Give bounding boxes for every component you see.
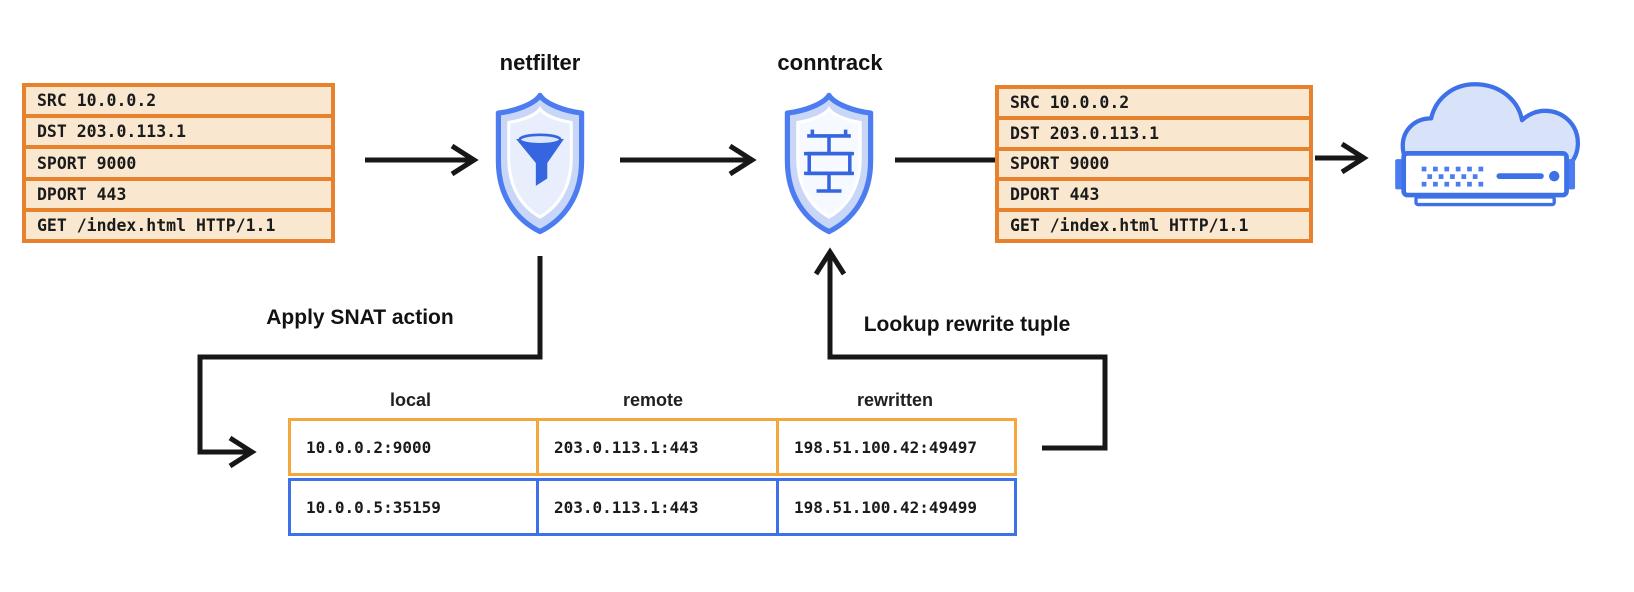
arrow-packet-out-to-server bbox=[1315, 141, 1369, 175]
packet-out-field-dport: DPORT 443 bbox=[999, 181, 1309, 209]
packet-in-field-http: GET /index.html HTTP/1.1 bbox=[26, 211, 331, 240]
nat-table-header: local remote rewritten bbox=[288, 390, 1017, 411]
packet-in-field-dport: DPORT 443 bbox=[26, 180, 331, 208]
packet-out-field-sport: SPORT 9000 bbox=[999, 150, 1309, 178]
nat-header-rewritten: rewritten bbox=[856, 390, 934, 410]
nat-row-current: 10.0.0.2:9000 203.0.113.1:443 198.51.100… bbox=[288, 418, 1017, 476]
packet-in-field-sport: SPORT 9000 bbox=[26, 149, 331, 177]
nat-cell-remote: 203.0.113.1:443 bbox=[536, 481, 776, 533]
cloud-server-icon bbox=[1378, 72, 1596, 214]
server-led-dots bbox=[1421, 166, 1484, 187]
packet-in-field-dst: DST 203.0.113.1 bbox=[26, 118, 331, 146]
netfilter-label: netfilter bbox=[499, 50, 581, 75]
nat-header-local: local bbox=[389, 390, 432, 410]
nat-row-other: 10.0.0.5:35159 203.0.113.1:443 198.51.10… bbox=[288, 478, 1017, 536]
arrow-packet-in-to-netfilter bbox=[365, 143, 479, 177]
nat-cell-local: 10.0.0.2:9000 bbox=[306, 437, 432, 457]
apply-snat-label: Apply SNAT action bbox=[266, 306, 454, 329]
nat-header-remote: remote bbox=[622, 390, 684, 410]
nat-cell-rewritten: 198.51.100.42:49499 bbox=[776, 481, 1014, 533]
conntrack-label: conntrack bbox=[777, 50, 883, 75]
nat-cell-rewritten: 198.51.100.42:49497 bbox=[776, 421, 1014, 473]
packet-in-field-src: SRC 10.0.0.2 bbox=[26, 87, 331, 115]
nat-cell-local: 10.0.0.5:35159 bbox=[306, 497, 441, 517]
connector-apply-snat bbox=[197, 256, 543, 469]
packet-out-field-src: SRC 10.0.0.2 bbox=[999, 89, 1309, 116]
nat-cell-remote: 203.0.113.1:443 bbox=[536, 421, 776, 473]
packet-in-table: SRC 10.0.0.2 DST 203.0.113.1 SPORT 9000 … bbox=[22, 83, 335, 243]
shield-filter-icon bbox=[488, 90, 592, 238]
arrow-netfilter-to-conntrack bbox=[620, 143, 757, 177]
shield-bricks-icon bbox=[777, 90, 881, 238]
packet-out-field-dst: DST 203.0.113.1 bbox=[999, 119, 1309, 147]
packet-out-field-http: GET /index.html HTTP/1.1 bbox=[999, 212, 1309, 239]
connector-lookup-rewrite bbox=[813, 247, 1108, 451]
packet-out-table: SRC 10.0.0.2 DST 203.0.113.1 SPORT 9000 … bbox=[995, 85, 1313, 243]
lookup-rewrite-label: Lookup rewrite tuple bbox=[863, 313, 1071, 336]
